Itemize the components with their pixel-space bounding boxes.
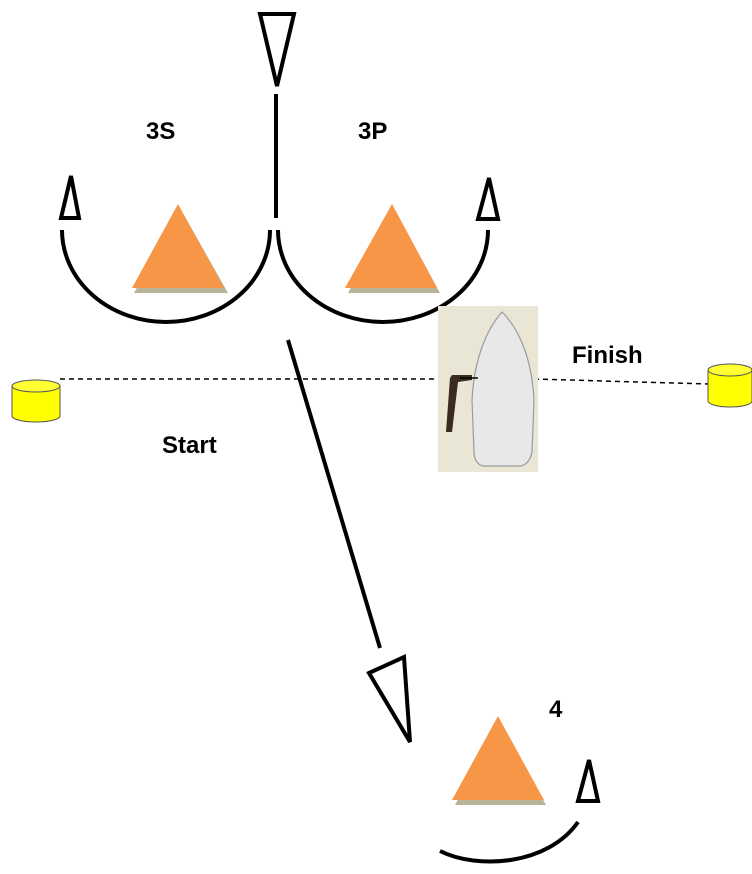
arrowhead-up-left	[58, 175, 82, 220]
mark-3p-triangle	[345, 204, 437, 288]
top-arrowhead	[257, 12, 297, 87]
committee-boat	[438, 306, 538, 472]
rounding-arc-3p	[276, 229, 490, 324]
rounding-arc-3s	[60, 229, 272, 324]
line-buoy-right	[707, 363, 752, 408]
finish-line-dashed	[533, 378, 709, 385]
label-3s: 3S	[146, 118, 176, 145]
label-start: Start	[162, 432, 217, 459]
arrowhead-up-mark-4	[575, 759, 601, 803]
mark-3s-triangle	[132, 204, 224, 288]
rounding-arc-4	[439, 820, 580, 864]
arrowhead-up-right	[475, 177, 501, 221]
arrowhead-to-mark-4	[366, 653, 412, 744]
mark-4-triangle	[452, 716, 544, 800]
label-finish: Finish	[572, 342, 643, 369]
line-buoy-left	[11, 379, 61, 423]
leg-to-mark-4	[286, 339, 382, 649]
label-mark-4: 4	[549, 696, 563, 723]
label-3p: 3P	[358, 118, 388, 145]
